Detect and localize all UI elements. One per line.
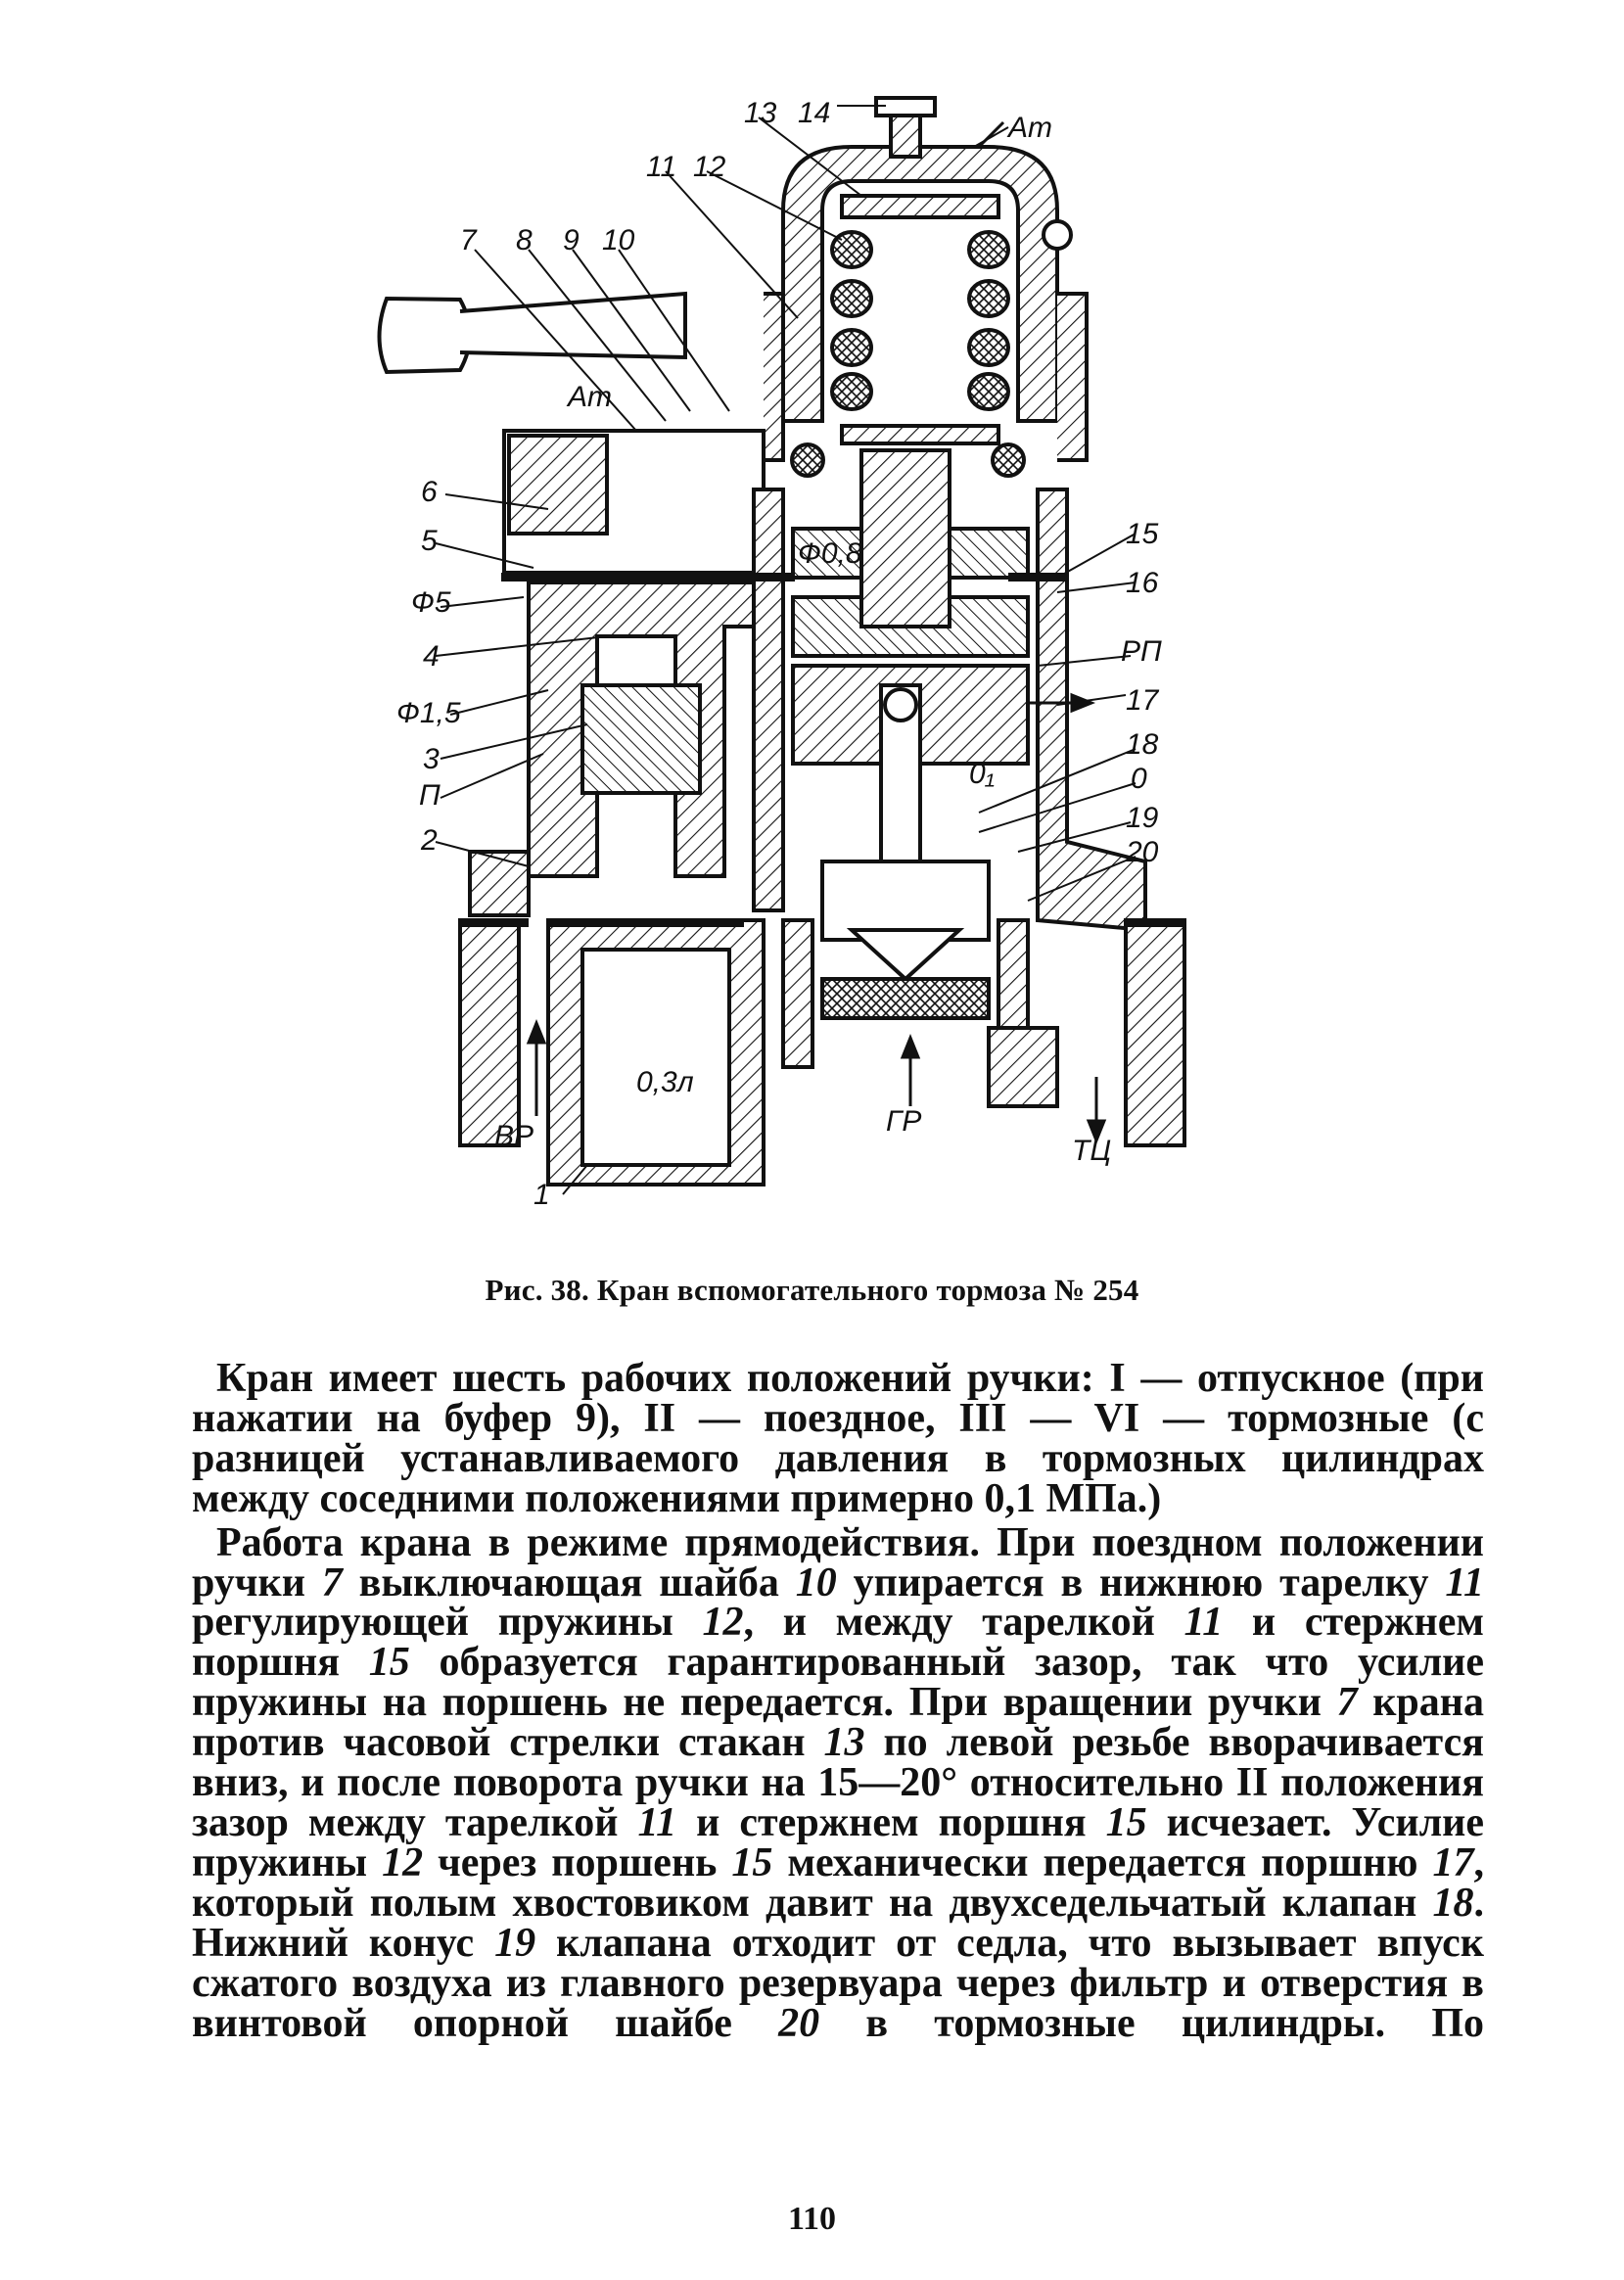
valve-body-right [752, 448, 1186, 1147]
label-6: 6 [421, 476, 438, 508]
label-1: 1 [534, 1179, 550, 1211]
label-phi08: Ф0,8 [798, 537, 862, 570]
label-15: 15 [1126, 518, 1159, 550]
label-7: 7 [460, 224, 478, 256]
gaskets [460, 573, 1186, 927]
label-rp: РП [1121, 635, 1162, 668]
label-20: 20 [1125, 836, 1159, 868]
paragraph-direct-action: Работа крана в режиме прямодействия. При… [192, 1519, 1485, 2046]
label-tc: ТЦ [1072, 1135, 1111, 1167]
label-phi15: Ф1,5 [396, 697, 461, 729]
label-at-top: Ат [1006, 112, 1052, 144]
label-12: 12 [693, 151, 726, 183]
callout-labels: 13 14 Ат 11 12 7 8 9 10 Ат 6 5 Ф5 4 Ф1,5… [396, 97, 1162, 1211]
label-14: 14 [798, 97, 830, 129]
label-p: П [419, 779, 441, 812]
label-17: 17 [1126, 684, 1160, 717]
label-10: 10 [602, 224, 635, 256]
label-9: 9 [563, 224, 580, 256]
label-8: 8 [516, 224, 533, 256]
label-11: 11 [646, 151, 676, 183]
handle [377, 291, 687, 375]
brake-valve-diagram: 13 14 Ат 11 12 7 8 9 10 Ат 6 5 Ф5 4 Ф1,5… [377, 96, 1186, 1211]
label-4: 4 [423, 640, 440, 673]
page-number: 110 [787, 2201, 837, 2237]
label-gr: ГР [886, 1105, 921, 1138]
leader-lines [435, 105, 1137, 1195]
flow-arrows [526, 120, 1107, 1145]
label-at-mid: Ат [566, 381, 612, 413]
reservoir [546, 918, 766, 1187]
paragraph-heading: Работа крана в режиме прямодействия. [216, 1519, 980, 1565]
label-2: 2 [420, 824, 438, 857]
label-5: 5 [421, 525, 438, 557]
paragraph-positions: Кран имеет шесть рабочих положений ручки… [192, 1356, 1484, 1521]
figure-caption: Рис. 38. Кран вспомогательного тормоза №… [485, 1273, 1139, 1307]
label-vr: ВР [494, 1120, 534, 1152]
label-phi5: Ф5 [411, 586, 451, 619]
label-volume: 0,3л [636, 1066, 694, 1098]
label-18: 18 [1126, 728, 1159, 761]
label-o1: 0₁ [969, 758, 995, 790]
spring-housing [764, 96, 1089, 478]
label-13: 13 [744, 97, 777, 129]
label-19: 19 [1126, 802, 1159, 834]
label-16: 16 [1126, 567, 1159, 599]
label-o: 0 [1131, 763, 1147, 795]
figure: 13 14 Ат 11 12 7 8 9 10 Ат 6 5 Ф5 4 Ф1,5… [377, 96, 1186, 1211]
body-text: Кран имеет шесть рабочих положений ручки… [192, 1356, 1485, 2046]
label-3: 3 [423, 743, 440, 775]
